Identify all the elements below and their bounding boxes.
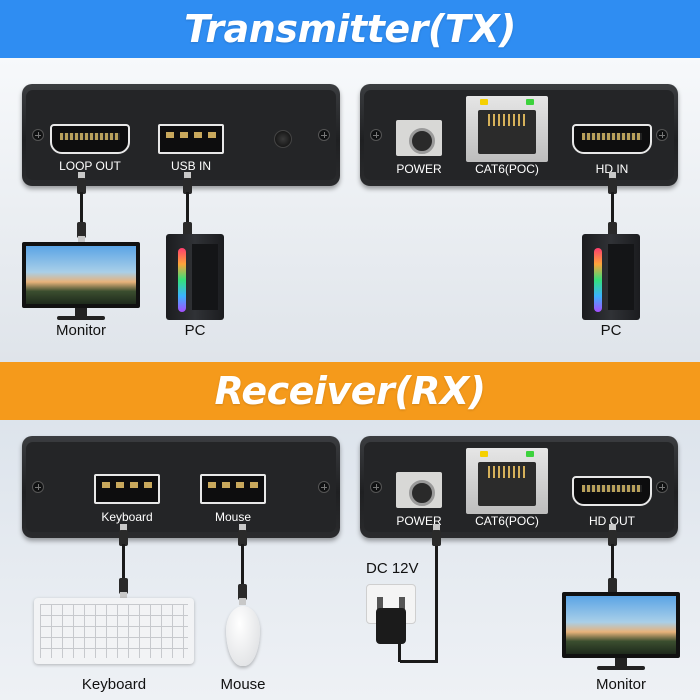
activity-led-icon: [526, 99, 534, 105]
dc-12v-label: DC 12V: [366, 560, 419, 577]
tx-right-unit: POWER CAT6(POC) HD IN: [360, 84, 678, 186]
keyboard-port-label: Keyboard: [101, 510, 153, 524]
link-led-icon: [480, 99, 488, 105]
activity-led-icon: [526, 451, 534, 457]
loop-out-label: LOOP OUT: [59, 159, 121, 173]
receiver-panel: Keyboard Mouse POWER CAT6(POC) HD OUT DC…: [0, 420, 700, 700]
rj45-port-icon: [466, 448, 548, 514]
usb-cable: [186, 192, 189, 224]
reset-button-icon: [274, 130, 292, 148]
dc-jack-icon: [396, 120, 442, 156]
usb-cable: [241, 544, 244, 584]
power-adapter-icon: [376, 608, 406, 644]
usb-port-icon: [94, 474, 160, 504]
rx-left-unit: Keyboard Mouse: [22, 436, 340, 538]
monitor-caption: Monitor: [595, 676, 647, 693]
receiver-title: Receiver(RX): [214, 369, 486, 413]
pc-tower-icon: [582, 234, 640, 320]
dc-jack-icon: [396, 472, 442, 508]
pc2-caption: PC: [600, 322, 622, 339]
monitor-icon: [22, 242, 140, 322]
mouse-icon: [226, 606, 260, 666]
transmitter-banner: Transmitter(TX): [0, 0, 700, 58]
cat6-label: CAT6(POC): [475, 514, 539, 528]
usb-in-label: USB IN: [170, 159, 211, 173]
link-led-icon: [480, 451, 488, 457]
keyboard-icon: [34, 598, 194, 664]
transmitter-title: Transmitter(TX): [184, 7, 516, 51]
pc-tower-icon: [166, 234, 224, 320]
mouse-port-label: Mouse: [214, 510, 252, 524]
hdmi-cable: [611, 192, 614, 224]
hdmi-port-icon: [572, 124, 652, 154]
mouse-caption: Mouse: [220, 676, 266, 693]
receiver-banner: Receiver(RX): [0, 362, 700, 420]
power-label: POWER: [396, 162, 442, 176]
screw-icon: [32, 481, 44, 493]
rj45-port-icon: [466, 96, 548, 162]
screw-icon: [656, 129, 668, 141]
monitor-icon: [562, 592, 680, 672]
screw-icon: [318, 129, 330, 141]
hdmi-cable: [611, 544, 614, 580]
power-label: POWER: [396, 514, 442, 528]
keyboard-caption: Keyboard: [81, 676, 147, 693]
monitor-caption: Monitor: [55, 322, 107, 339]
hdmi-port-icon: [50, 124, 130, 154]
screw-icon: [370, 481, 382, 493]
screw-icon: [370, 129, 382, 141]
hdmi-cable: [80, 192, 83, 224]
screw-icon: [318, 481, 330, 493]
rx-right-unit: POWER CAT6(POC) HD OUT: [360, 436, 678, 538]
hd-in-label: HD IN: [595, 162, 629, 176]
dc-cable: [435, 546, 438, 662]
usb-cable: [122, 544, 125, 580]
transmitter-panel: LOOP OUT USB IN POWER CAT6(POC) HD IN Mo…: [0, 58, 700, 362]
usb-port-icon: [200, 474, 266, 504]
screw-icon: [656, 481, 668, 493]
tx-left-unit: LOOP OUT USB IN: [22, 84, 340, 186]
cat6-label: CAT6(POC): [475, 162, 539, 176]
usb-port-icon: [158, 124, 224, 154]
pc-caption: PC: [184, 322, 206, 339]
hd-out-label: HD OUT: [589, 514, 635, 528]
hdmi-port-icon: [572, 476, 652, 506]
screw-icon: [32, 129, 44, 141]
